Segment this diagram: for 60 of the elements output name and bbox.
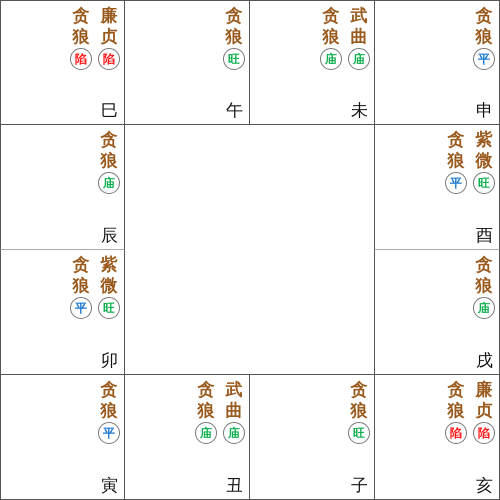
brightness-circle: 平 (445, 172, 467, 194)
brightness-circle: 陷 (473, 422, 495, 444)
branch-label: 辰 (101, 226, 118, 246)
star-name: 贪狼 (475, 6, 493, 48)
brightness-circle: 陷 (445, 422, 467, 444)
palace-cell (249, 0, 375, 125)
branch-label: 午 (226, 101, 243, 121)
brightness-circle: 旺 (98, 297, 120, 319)
palace-cell (374, 374, 500, 500)
star-name: 紫微 (100, 255, 118, 297)
branch-label: 卯 (101, 351, 118, 371)
branch-label: 戌 (476, 351, 493, 371)
palace-cell (0, 0, 125, 125)
brightness-circle: 旺 (223, 48, 245, 70)
brightness-circle: 庙 (473, 297, 495, 319)
star-name: 贪狼 (72, 255, 90, 297)
star-name: 贪狼 (72, 6, 90, 48)
branch-label: 未 (351, 101, 368, 121)
palace-cell (0, 124, 125, 250)
brightness-circle: 平 (70, 297, 92, 319)
star-name: 贪狼 (197, 380, 215, 422)
star-name: 武曲 (225, 380, 243, 422)
star-name: 廉贞 (475, 380, 493, 422)
branch-label: 巳 (101, 101, 118, 121)
star-name: 贪狼 (475, 255, 493, 297)
brightness-circle: 旺 (473, 172, 495, 194)
palace-cell (0, 374, 125, 500)
star-name: 武曲 (350, 6, 368, 48)
star-name: 贪狼 (447, 130, 465, 172)
palace-cell (374, 249, 500, 375)
brightness-circle: 庙 (320, 48, 342, 70)
brightness-circle: 旺 (348, 422, 370, 444)
star-name: 贪狼 (100, 130, 118, 172)
palace-cell (249, 374, 375, 500)
branch-label: 寅 (101, 476, 118, 496)
star-name: 贪狼 (350, 380, 368, 422)
brightness-circle: 庙 (195, 422, 217, 444)
brightness-circle: 庙 (223, 422, 245, 444)
palace-cell (124, 0, 250, 125)
star-name: 廉贞 (100, 6, 118, 48)
palace-cell (374, 0, 500, 125)
brightness-circle: 平 (473, 48, 495, 70)
branch-label: 丑 (226, 476, 243, 496)
star-name: 贪狼 (100, 380, 118, 422)
brightness-circle: 陷 (70, 48, 92, 70)
brightness-circle: 平 (98, 422, 120, 444)
star-name: 贪狼 (322, 6, 340, 48)
star-name: 贪狼 (447, 380, 465, 422)
palace-cell (124, 374, 250, 500)
branch-label: 子 (351, 476, 368, 496)
brightness-circle: 庙 (98, 172, 120, 194)
palace-cell (0, 249, 125, 375)
branch-label: 申 (476, 101, 493, 121)
brightness-circle: 陷 (98, 48, 120, 70)
brightness-circle: 庙 (348, 48, 370, 70)
star-name: 贪狼 (225, 6, 243, 48)
branch-label: 亥 (476, 476, 493, 496)
palace-cell (374, 124, 500, 250)
branch-label: 酉 (476, 226, 493, 246)
star-name: 紫微 (475, 130, 493, 172)
